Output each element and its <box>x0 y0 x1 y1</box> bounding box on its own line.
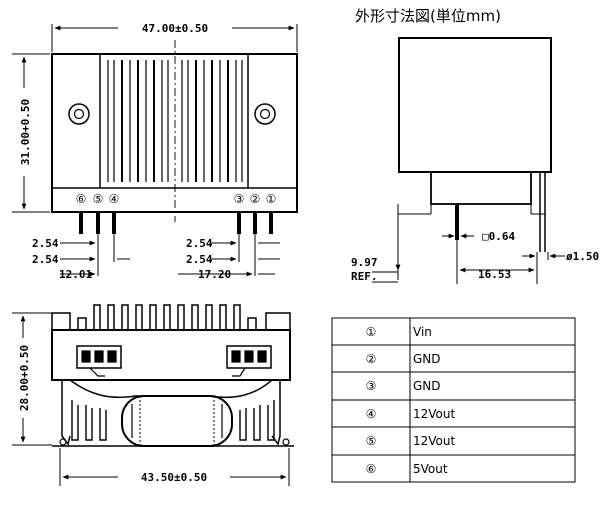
pin-label-5: ⑤ <box>93 192 104 206</box>
table-func-6: 5Vout <box>413 462 448 476</box>
side-view <box>372 37 565 284</box>
right-pitch-1: 2.54 <box>186 237 213 250</box>
table-pin-4: ④ <box>366 407 377 421</box>
pin-table-text: ① Vin ② GND ③ GND ④ 12Vout ⑤ 12Vout ⑥ 5V… <box>366 325 456 476</box>
front-view <box>12 24 298 277</box>
width-dimension: 47.00±0.50 <box>142 22 208 35</box>
table-func-4: 12Vout <box>413 407 455 421</box>
side-view-labels: □0.64 ø1.50 9.97 REF. 16.53 <box>351 230 599 283</box>
ref-label: REF. <box>351 270 378 283</box>
pin-label-6: ⑥ <box>76 192 87 206</box>
table-func-1: Vin <box>413 325 432 339</box>
left-span: 12.01 <box>59 268 92 281</box>
height-dimension: 31.00+0.50 <box>19 99 32 165</box>
table-func-2: GND <box>413 352 441 366</box>
left-pitch-2: 2.54 <box>32 253 59 266</box>
pin-table <box>331 317 576 483</box>
pin-label-2: ② <box>250 192 261 206</box>
table-pin-2: ② <box>366 352 377 366</box>
table-pin-3: ③ <box>366 379 377 393</box>
pin-offset: 16.53 <box>478 268 511 281</box>
pin-label-4: ④ <box>109 192 120 206</box>
pin-round-size: ø1.50 <box>566 250 599 263</box>
pin-square-size: □0.64 <box>482 230 515 243</box>
table-pin-1: ① <box>366 325 377 339</box>
right-span: 17.20 <box>198 268 231 281</box>
right-pitch-2: 2.54 <box>186 253 213 266</box>
table-func-3: GND <box>413 379 441 393</box>
pin-label-1: ① <box>266 192 277 206</box>
bottom-width-dimension: 43.50±0.50 <box>141 471 207 484</box>
table-func-5: 12Vout <box>413 434 455 448</box>
drawing-title: 外形寸法図(単位mm) <box>355 7 501 25</box>
table-pin-6: ⑥ <box>366 462 377 476</box>
front-view-labels: 47.00±0.50 31.00+0.50 ⑥ ⑤ ④ ③ ② ① 2.54 2… <box>19 22 276 281</box>
bottom-view <box>12 304 294 486</box>
ref-value: 9.97 <box>351 256 378 269</box>
bottom-height-dimension: 28.00+0.50 <box>18 345 31 411</box>
table-pin-5: ⑤ <box>366 434 377 448</box>
pin-label-3: ③ <box>234 192 245 206</box>
left-pitch-1: 2.54 <box>32 237 59 250</box>
bottom-view-labels: 28.00+0.50 43.50±0.50 <box>18 345 207 484</box>
